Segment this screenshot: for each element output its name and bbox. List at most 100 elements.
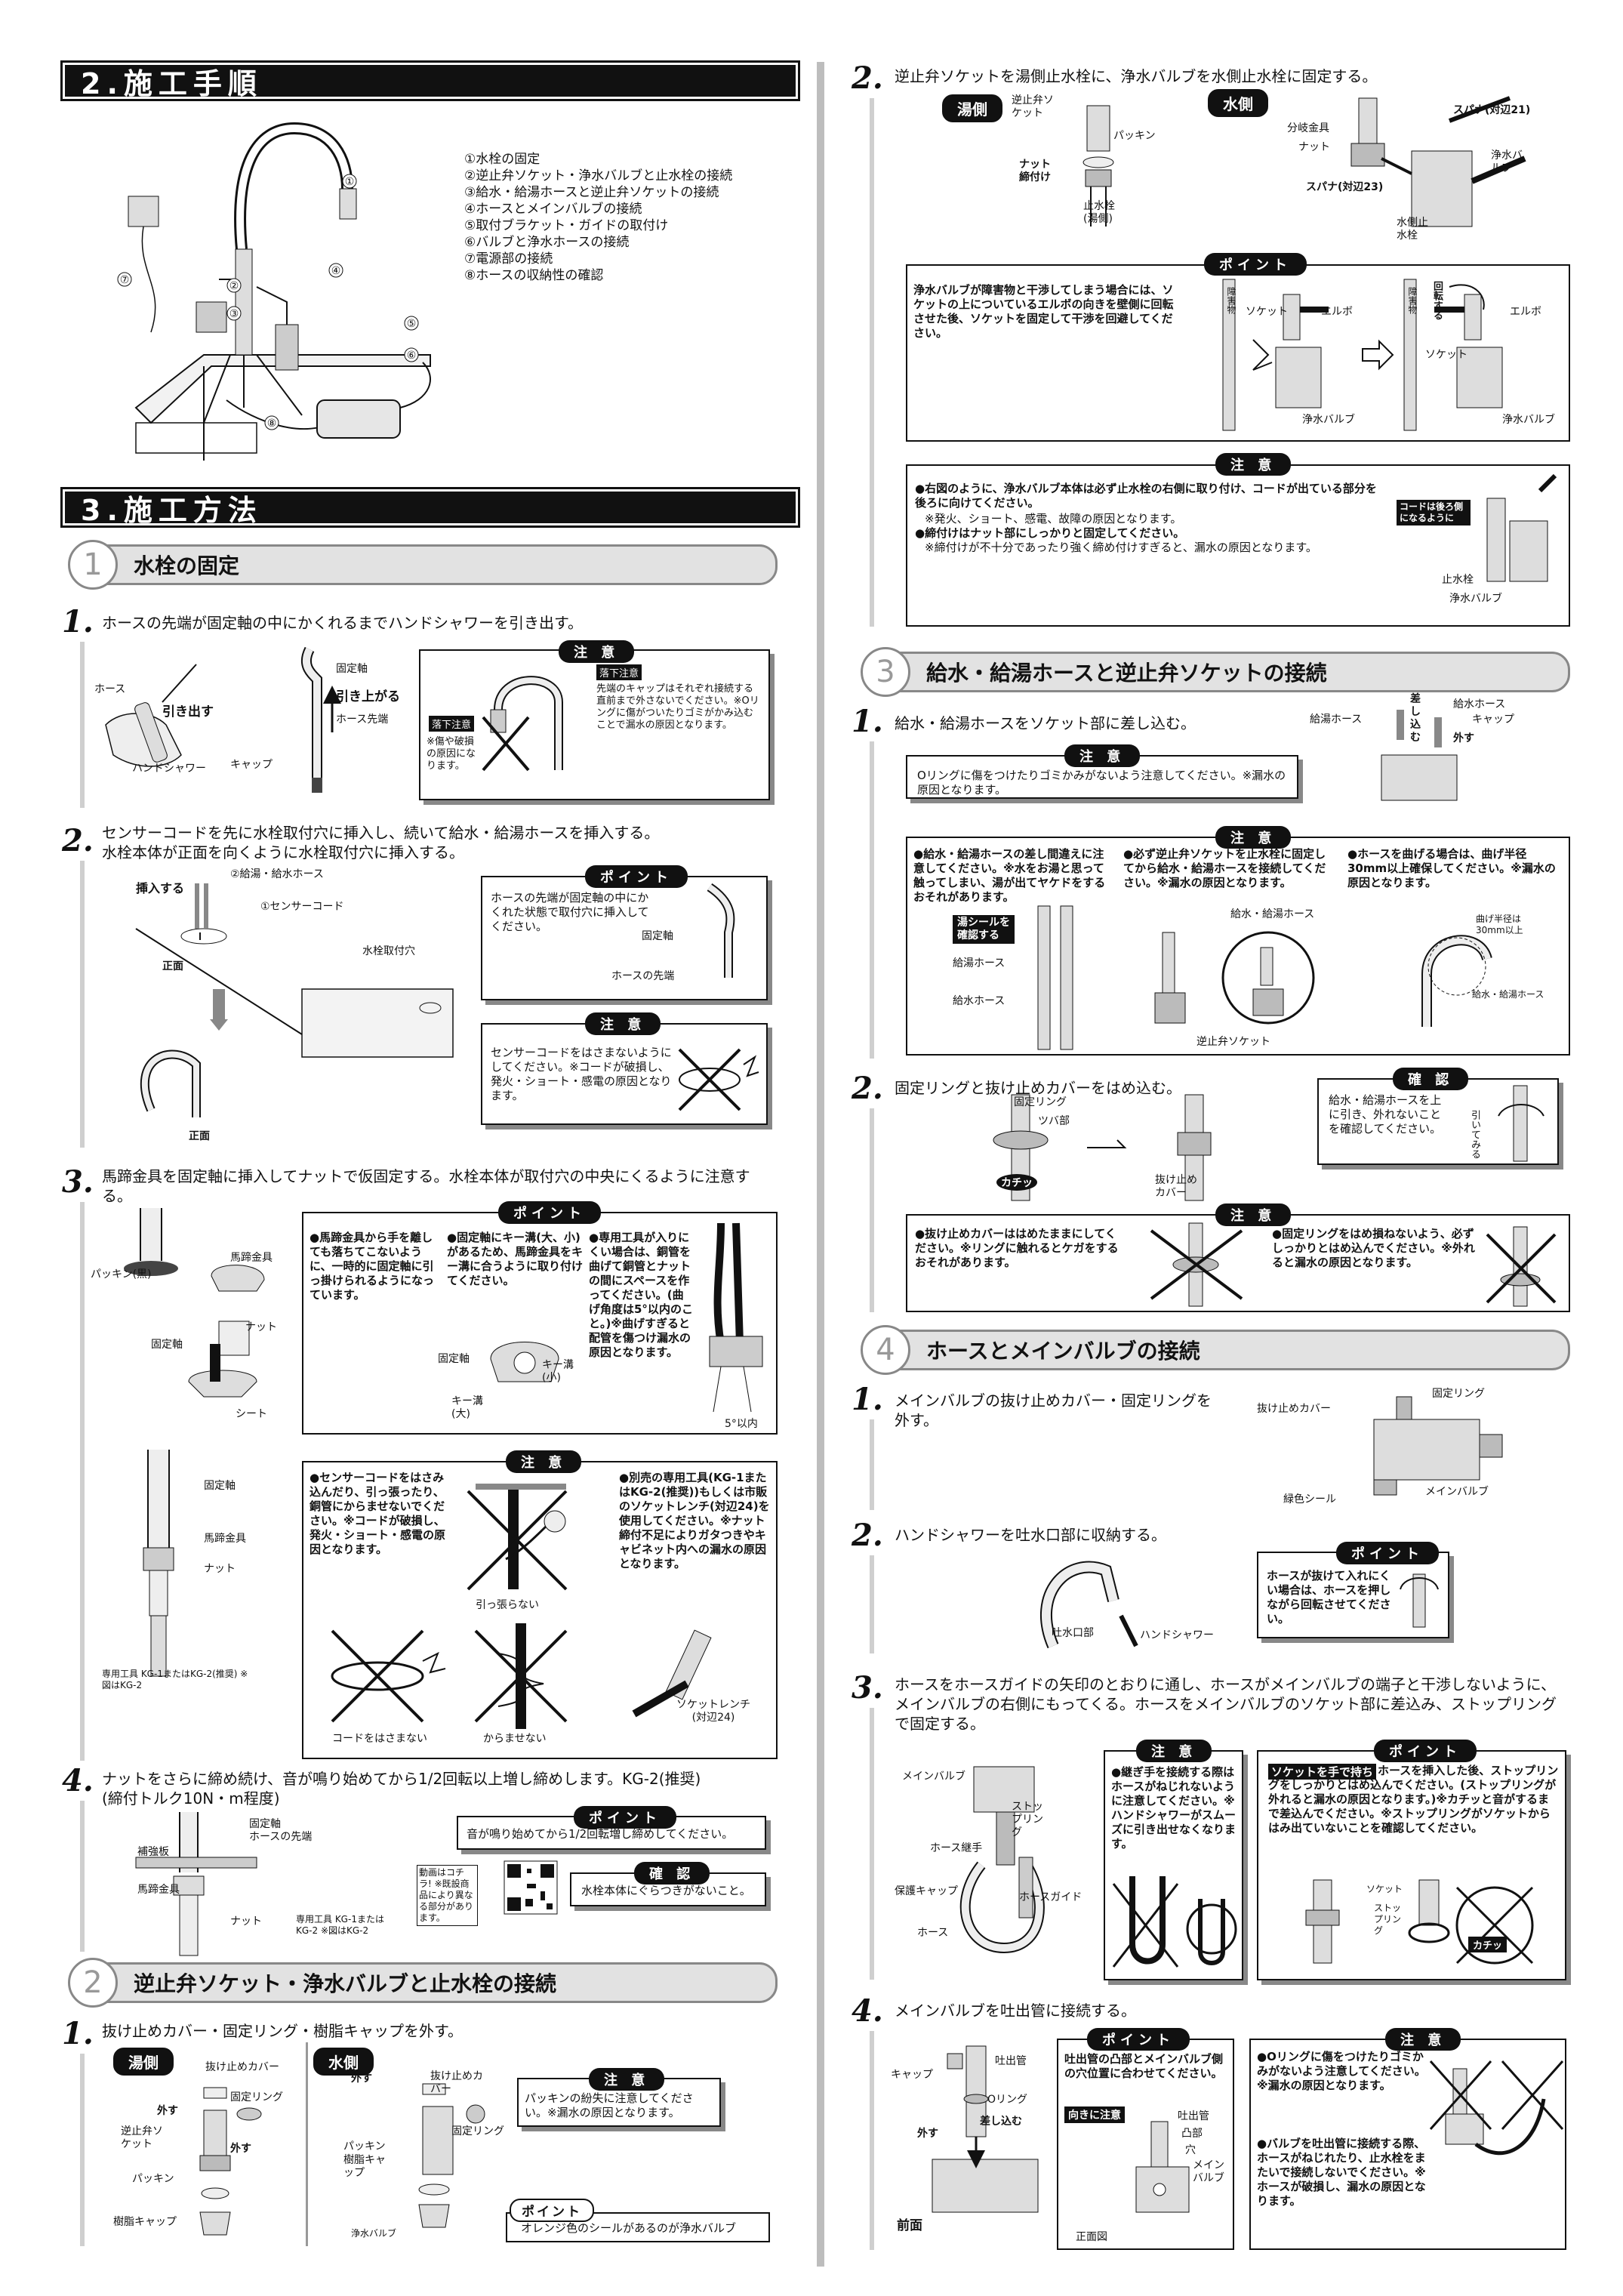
label-stop-valve: 止水栓(湯側) [1083,200,1115,225]
wrong-connection-illustration [1429,2060,1564,2156]
label-remove: 外す [351,2073,372,2085]
label-hoses: ②給湯・給水ホース [230,868,324,880]
point-tag: ポイント [510,2199,594,2222]
label-spout: 吐水口部 [1052,1627,1094,1639]
hot-side-tag: 湯側 [113,2048,174,2076]
label-packing: パッキン [132,2173,174,2185]
label-cap: 保護キャップ [895,1885,958,1897]
svg-text:⑥: ⑥ [407,350,417,362]
label-axis: 固定軸 [336,663,368,675]
step-bar [80,861,85,1148]
point-tag: ポイント [1204,253,1307,276]
point-box [302,1212,778,1435]
confirm-tag: 確 認 [634,1862,710,1885]
confirm-text: 水栓本体にぐらつきがないこと。 [581,1884,751,1897]
label-socket: 逆止弁ソケット [1196,1036,1270,1048]
no-pinch-illustration [331,1629,446,1723]
caution-box [1104,1750,1243,1980]
label-ring: 固定リング [1432,1388,1485,1400]
caution-tag: 注 意 [585,1012,661,1035]
point-text-b: ●固定軸にキー溝(大、小)があるため、馬蹄金具をキー溝に合うように取り付けてくだ… [447,1231,584,1287]
step-number: 4. [852,1993,883,2029]
step-bar [870,98,874,627]
label-tool: 専用工具 KG-1またはKG-2 ※図はKG-2 [296,1914,384,1936]
no-pull-cord-illustration [467,1484,568,1591]
label-hot-hose: 給湯ホース [1310,713,1363,726]
pull-check-illustration [1498,1085,1544,1162]
caution-text-a: ●センサーコードをはさみ込んだり、引っ張ったり、銅管にからませないでください。※… [310,1471,446,1556]
label-axis: 固定軸 [151,1339,183,1351]
final-tightening-illustration [135,1812,257,1956]
caution-text-b: ●必ず逆止弁ソケットを止水栓に固定してから給水・給湯ホースを接続してください。※… [1123,847,1326,889]
label-axis: 固定軸 [204,1480,236,1492]
point-box [1057,2039,1234,2250]
caution-text-b: ●締付けはナット部にしっかりと固定してください。 [915,526,1185,540]
no-tangle-illustration [474,1623,568,1729]
bend-radius-illustration [1421,935,1492,1027]
procedure-step: ⑧ホースの収納性の確認 [464,268,604,283]
point-text: 吐出管の凸部とメインバルブ側の穴位置に合わせてください。 [1064,2052,1224,2080]
label-valve: 浄水バルブ [1302,414,1355,426]
cold-side-tag: 水側 [1208,89,1268,117]
valve-to-pipe-illustration [932,2045,1039,2213]
caution-tag: 注 意 [1215,1203,1292,1226]
fall-caution-note: ※傷や破損の原因になります。 [427,736,476,772]
step-bar [80,1202,85,1761]
subsection3-heading: 3 給水・給湯ホースと逆止弁ソケットの接続 [861,647,1570,697]
label-socket: ソケット [1246,306,1288,318]
label-spanner23: スパナ(対辺23) [1306,181,1384,193]
hose-insertion-illustration [1381,710,1458,801]
subsection-number: 2 [68,1958,118,2008]
label-packing: パッキン(黒) [91,1268,152,1281]
step-text: ナットをさらに締め続け、音が鳴り始めてから1/2回転以上増し締めします。KG-2… [102,1770,701,1788]
socket-order-illustration [1154,931,1315,1025]
caution-text-b: ●固定リングをはめ損ねないよう、必ずしっかりとはめ込んでください。※外れると漏水… [1272,1227,1475,1269]
point-text: オレンジ色のシールがあるのが浄水バルブ [521,2221,737,2235]
qr-code[interactable] [504,1860,558,1915]
label-plate: 補強板 [137,1846,169,1858]
hose-guide-illustration [959,1766,1045,1954]
step-number: 1. [852,1382,883,1417]
caution-text: Oリングに傷をつけたりゴミかみがないよう注意してください。※漏水の原因となります… [917,769,1286,797]
step-text: 逆止弁ソケットを湯側止水栓に、浄水バルブを水側止水栓に固定する。 [895,67,1378,85]
point-tag: ポイント [498,1201,601,1224]
label-front: 前面 [897,2218,922,2233]
no-touch-ring-illustration [1150,1222,1243,1307]
label-cover: 抜け止めカバー [205,2061,279,2073]
label-cap: キャップ [230,759,273,771]
label-key-large: キー溝(大) [451,1395,483,1420]
label-ring: 固定リング [230,2091,283,2103]
caution-tag: 注 意 [1064,744,1141,767]
label-seal: 緑色シール [1283,1493,1336,1505]
caution-text-b2: ※締付けが不十分であったり強く締め付けすぎると、漏水の原因となります。 [925,541,1317,554]
subsection-title: ホースとメインバルブの接続 [895,1330,1570,1370]
horseshoe-fitting-illustration [124,1208,265,1398]
side-divider [306,2042,308,2246]
procedure-step: ②逆止弁ソケット・浄水バルブと止水栓の接続 [464,168,733,183]
shower-stow-illustration [1039,1561,1138,1649]
procedure-list: ①水栓の固定 ②逆止弁ソケット・浄水バルブと止水栓の接続 ③給水・給湯ホースと逆… [464,151,732,284]
label-cold-hose: 給水ホース [1453,698,1506,710]
label-no-tangle: からませない [483,1733,547,1745]
label-remove: 外す [157,2105,178,2117]
svg-text:⑦: ⑦ [120,274,130,286]
caution-box [906,464,1570,627]
label-elbow: エルボ [1321,306,1353,318]
step-text: メインバルブの抜け止めカバー・固定リングを外す。 [895,1391,1212,1429]
label-degree: 5°以内 [725,1418,758,1430]
label-pipe: 吐出管 [995,2055,1027,2067]
label-nut: ナット [204,1563,236,1575]
point-text: ホースを挿入した後、ストップリングをしっかりとはめ込んでください。(ストップリン… [1268,1764,1559,1835]
hot-side-parts-illustration [199,2087,262,2236]
cold-side-tag: 水側 [313,2048,374,2076]
rotate-hose-icon [1400,1573,1439,1628]
step-text: 馬蹄金具を固定軸に挿入してナットで仮固定する。水栓本体が取付穴の中央にくるように… [102,1167,750,1205]
no-pinch-cord-illustration [678,1048,759,1111]
step-number: 1. [852,704,883,739]
subsection-number: 1 [68,540,118,590]
step-number: 2. [852,60,883,96]
step-text: ハンドシャワーを吐水口部に収納する。 [895,1526,1166,1544]
caution-tag: 注 意 [559,640,635,663]
label-cover: 抜け止めカバー [430,2070,483,2095]
step-text: 抜け止めカバー・固定リング・樹脂キャップを外す。 [102,2022,463,2040]
